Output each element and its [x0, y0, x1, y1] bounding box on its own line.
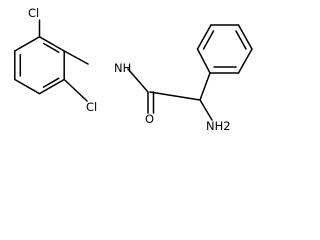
chlorine-label-bottom: Cl: [86, 100, 97, 114]
amino-group-text: NH2: [206, 119, 231, 133]
c-n-bond: [63, 50, 89, 65]
carbonyl-oxygen-label: O: [145, 112, 154, 126]
amino-group-label: NH2: [206, 119, 231, 133]
phenyl-ring: [196, 24, 253, 74]
n-c-bond: [127, 68, 149, 93]
c-cl-bond-bottom: [63, 78, 88, 102]
carbonyl-double-bond: [147, 91, 155, 114]
chlorine-label-top: Cl: [28, 6, 39, 20]
structure-drawing: Cl Cl NH O NH2: [14, 6, 253, 133]
dichlorophenyl-ring: [14, 36, 65, 95]
calpha-phenyl-bond: [199, 72, 211, 101]
amide-nh-label: NH: [114, 61, 131, 75]
calpha-n-bond: [199, 99, 213, 121]
c-calpha-bond: [149, 91, 201, 101]
